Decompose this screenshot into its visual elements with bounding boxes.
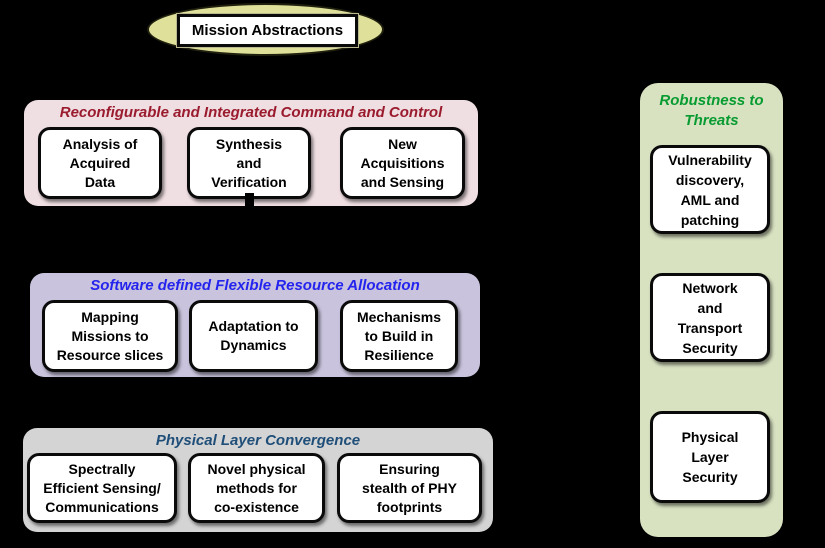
topic-box-vulnerability-discovery: Vulnerability discovery, AML and patchin…: [650, 145, 770, 234]
mission-abstractions-box: Mission Abstractions: [177, 14, 358, 47]
topic-box-ensuring-stealth: Ensuring stealth of PHY footprints: [337, 453, 482, 523]
topic-box-adaptation-to-dynamics: Adaptation to Dynamics: [189, 300, 318, 372]
panel-resource-allocation-title: Software defined Flexible Resource Alloc…: [90, 277, 420, 294]
topic-box-synthesis-and-verification: Synthesis and Verification: [187, 127, 311, 199]
topic-box-mapping-missions: Mapping Missions to Resource slices: [42, 300, 178, 372]
panel-command-and-control-title: Reconfigurable and Integrated Command an…: [59, 104, 443, 121]
panel-physical-layer-convergence: Physical Layer Convergence Spectrally Ef…: [23, 428, 493, 532]
topic-box-network-transport-security: Network and Transport Security: [650, 273, 770, 362]
connector-stub: [245, 193, 254, 206]
topic-box-analysis-of-acquired-data: Analysis of Acquired Data: [38, 127, 162, 199]
panel-robustness-to-threats: Robustness to Threats Vulnerability disc…: [640, 83, 783, 537]
topic-box-novel-physical-methods: Novel physical methods for co-existence: [188, 453, 325, 523]
panel-command-and-control: Reconfigurable and Integrated Command an…: [24, 100, 478, 206]
panel-robustness-to-threats-title: Robustness to Threats: [659, 92, 764, 129]
panel-resource-allocation: Software defined Flexible Resource Alloc…: [30, 273, 480, 377]
topic-box-new-acquisitions-and-sensing: New Acquisitions and Sensing: [340, 127, 465, 199]
mission-abstractions-label: Mission Abstractions: [191, 22, 344, 39]
topic-box-spectrally-efficient: Spectrally Efficient Sensing/ Communicat…: [27, 453, 177, 523]
topic-box-mechanisms-resilience: Mechanisms to Build in Resilience: [340, 300, 458, 372]
panel-physical-layer-convergence-title: Physical Layer Convergence: [155, 432, 361, 449]
topic-box-physical-layer-security: Physical Layer Security: [650, 411, 770, 503]
